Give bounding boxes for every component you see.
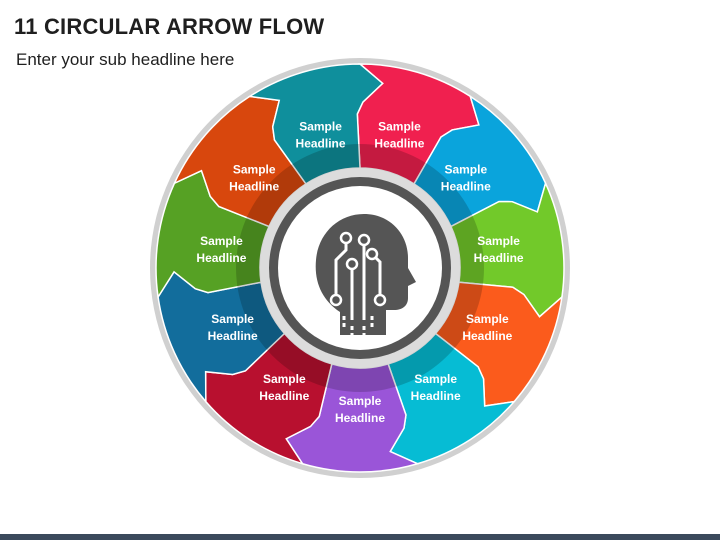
segments-group bbox=[155, 63, 565, 473]
segment-2-label-line1: Sample bbox=[444, 162, 487, 176]
segment-6-label-line2: Headline bbox=[335, 411, 385, 425]
ai-head-circuit-icon bbox=[315, 214, 416, 337]
segment-7-label-line1: Sample bbox=[263, 372, 306, 386]
segment-1-label-line1: Sample bbox=[378, 120, 421, 134]
page-title: 11 CIRCULAR ARROW FLOW bbox=[14, 14, 325, 39]
segment-4-label-line2: Headline bbox=[462, 329, 512, 343]
segment-5-label-line1: Sample bbox=[414, 372, 457, 386]
segment-8-label-line2: Headline bbox=[208, 329, 258, 343]
page-subtitle: Enter your sub headline here bbox=[16, 50, 235, 69]
segment-5-label-line2: Headline bbox=[411, 389, 461, 403]
segment-1-label-line2: Headline bbox=[374, 137, 424, 151]
center-hub bbox=[315, 214, 416, 337]
segment-3-label-line1: Sample bbox=[477, 234, 520, 248]
segment-3-label-line2: Headline bbox=[474, 251, 524, 265]
segment-6-label-line1: Sample bbox=[339, 394, 382, 408]
segment-10-label-line2: Headline bbox=[229, 179, 279, 193]
segment-8-label-line1: Sample bbox=[211, 312, 254, 326]
segment-11-label-line2: Headline bbox=[296, 137, 346, 151]
segment-2-label-line2: Headline bbox=[441, 179, 491, 193]
segment-11-label-line1: Sample bbox=[299, 120, 342, 134]
segment-9-label-line1: Sample bbox=[200, 234, 243, 248]
labels-group: SampleHeadlineSampleHeadlineSampleHeadli… bbox=[196, 120, 523, 425]
bottom-bar bbox=[0, 534, 720, 540]
segment-9-label-line2: Headline bbox=[196, 251, 246, 265]
segment-10-label-line1: Sample bbox=[233, 162, 276, 176]
segment-4-label-line1: Sample bbox=[466, 312, 509, 326]
segment-7-label-line2: Headline bbox=[259, 389, 309, 403]
